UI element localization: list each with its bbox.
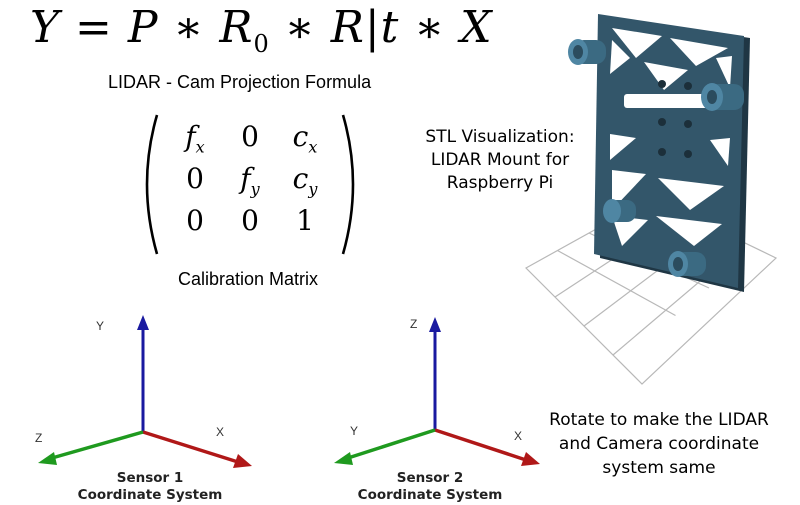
rotate-note-line2: and Camera coordinate [558, 434, 760, 454]
matrix-cell-r3c1: 0 [186, 204, 204, 237]
sensor2-z-label: Z [410, 317, 418, 331]
formula-t: t [380, 2, 400, 53]
sensor2-coordinate-system: Z X Y Sensor 2 Coordinate System [328, 312, 558, 503]
sensor1-title: Sensor 1 Coordinate System [77, 470, 223, 503]
rotate-note-line1: Rotate to make the LIDAR [549, 410, 769, 430]
projection-formula: Y = P ∗ R0 ∗ R|t ∗ X [30, 2, 493, 58]
sensor2-left-axis [347, 428, 436, 460]
sensor1-left-axis [51, 430, 144, 460]
sensor1-right-axis [142, 430, 239, 464]
matrix-grid: fx 0 cx 0 fy cy 0 0 1 [165, 118, 335, 240]
formula-bar: | [364, 2, 381, 53]
rotate-note: Rotate to make the LIDAR and Camera coor… [528, 408, 790, 480]
sensor1-axes [38, 315, 252, 468]
calibration-matrix: fx 0 cx 0 fy cy 0 0 1 [135, 112, 365, 257]
matrix-cell-r2c1: 0 [186, 162, 204, 195]
lidar-mount-render [512, 10, 798, 390]
standoff-posts [568, 39, 744, 277]
stl-label-line2: LIDAR Mount for [430, 150, 570, 170]
stl-label: STL Visualization: LIDAR Mount for Raspb… [405, 126, 595, 195]
sensor1-x-label: X [216, 425, 225, 439]
formula-y: Y [30, 2, 61, 53]
matrix-cell-cx: cx [292, 120, 318, 157]
formula-op3: ∗ [399, 2, 461, 53]
sensor2-x-label: X [514, 429, 523, 443]
formula-equals: = [60, 2, 128, 53]
formula-op2: ∗ [269, 2, 331, 53]
sensor2-axes [334, 317, 540, 466]
formula-caption: LIDAR - Cam Projection Formula [108, 72, 372, 92]
stl-label-line1: STL Visualization: [425, 127, 575, 147]
formula-r0-sub: 0 [253, 29, 270, 58]
stl-visualization [512, 10, 798, 390]
formula-op1: ∗ [158, 2, 220, 53]
matrix-cell-r3c3: 1 [296, 204, 314, 237]
left-parenthesis [145, 114, 159, 255]
formula-p: P [127, 2, 159, 53]
sensor2-right-axis [434, 428, 527, 462]
right-parenthesis [341, 114, 355, 255]
matrix-cell-r1c2: 0 [241, 120, 259, 153]
sensor2-y-label: Y [350, 424, 359, 438]
matrix-cell-fy: fy [240, 162, 260, 199]
formula-x: X [460, 2, 493, 53]
matrix-cell-fx: fx [185, 120, 205, 157]
matrix-cell-cy: cy [292, 162, 318, 199]
formula-r0-base: R [219, 2, 254, 53]
sensor1-y-label: Y [96, 319, 105, 333]
matrix-cell-r3c2: 0 [241, 204, 259, 237]
rotate-note-line3: system same [602, 458, 716, 478]
sensor1-coordinate-system: Y X Z Sensor 1 Coordinate System [30, 312, 270, 503]
sensor1-z-label: Z [35, 431, 43, 445]
formula-r: R [330, 2, 365, 53]
stl-label-line3: Raspberry Pi [446, 173, 554, 193]
sensor2-title: Sensor 2 Coordinate System [357, 470, 503, 503]
matrix-caption: Calibration Matrix [178, 269, 319, 289]
